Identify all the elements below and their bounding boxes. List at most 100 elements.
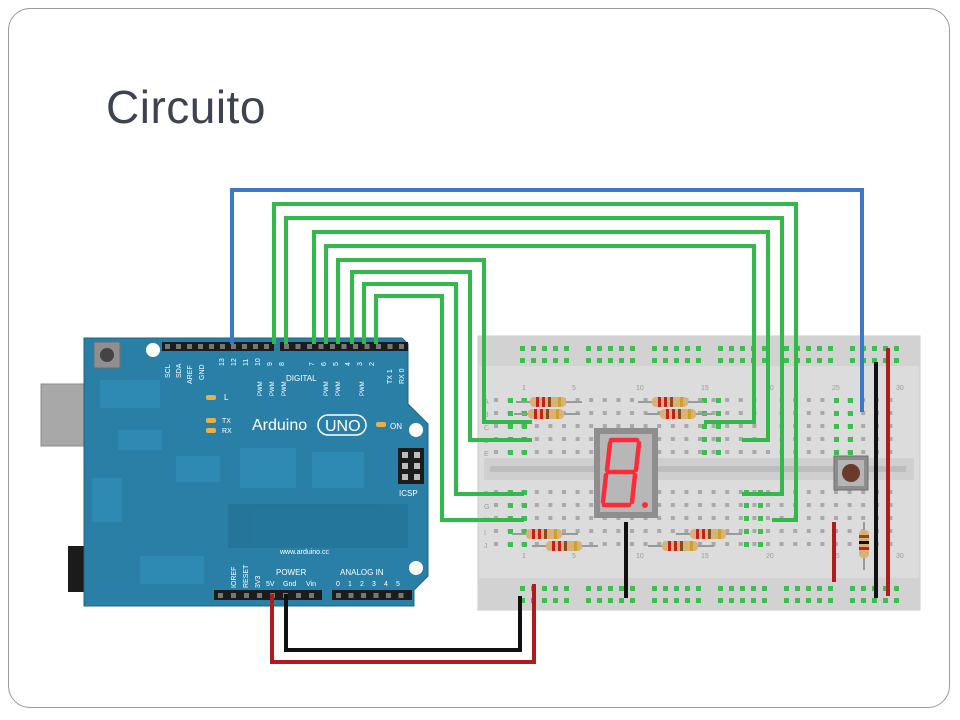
svg-text:SCL: SCL [165,364,172,378]
svg-text:20: 20 [766,553,774,560]
reset-button-icon [100,348,114,362]
svg-text:10: 10 [636,385,644,392]
svg-text:15: 15 [701,553,709,560]
arduino-board: L TX RX Arduino UNO ON DIGITAL ICSP www.… [40,337,429,607]
svg-text:10: 10 [636,553,644,560]
svg-text:RESET: RESET [243,564,250,588]
power-pin-labels: IOREF RESET 3V3 5V Gnd Vin [231,564,316,588]
svg-text:4: 4 [384,581,388,588]
svg-text:9: 9 [267,362,274,366]
pwm-labels: PWM PWM PWM PWM PWM PWM [258,381,366,396]
svg-text:2: 2 [369,362,376,366]
header-power [214,590,322,600]
svg-text:G: G [484,504,489,511]
label-power: POWER [276,568,306,577]
label-on: ON [390,422,402,431]
push-button [833,455,869,491]
analog-pin-labels: 0 1 2 3 4 5 [336,581,400,588]
icsp-header [398,448,424,484]
led-on [376,422,386,427]
svg-text:PWM: PWM [282,381,288,396]
wire-green [324,244,756,424]
svg-text:8: 8 [279,362,286,366]
digital-pin-labels: SCL SDA AREF GND 13 12 11 10 9 8 7 6 5 4… [165,358,406,384]
segment-decimal-point [642,502,648,508]
resistor [646,409,712,419]
resistors [512,397,742,551]
wire-green [284,216,784,496]
mount-hole [409,561,423,575]
svg-text:5: 5 [333,362,340,366]
wires [230,188,890,664]
svg-text:1: 1 [522,385,526,392]
svg-text:PWM: PWM [336,381,342,396]
resistor [512,529,578,539]
resistor [514,409,580,419]
svg-text:PWM: PWM [324,381,330,396]
wire-green [312,230,770,442]
resistor [676,529,742,539]
svg-text:GND: GND [199,364,206,380]
svg-text:7: 7 [309,362,316,366]
svg-text:SDA: SDA [176,363,183,378]
led-l [206,395,216,400]
svg-text:1: 1 [522,553,526,560]
svg-text:B: B [484,412,489,419]
svg-text:25: 25 [832,385,840,392]
header-pins [165,344,404,598]
led-tx [206,418,216,423]
header-top-left [162,342,274,351]
svg-text:12: 12 [231,358,238,366]
svg-text:3V3: 3V3 [255,575,262,588]
svg-text:IOREF: IOREF [231,567,238,588]
svg-text:5: 5 [396,581,400,588]
svg-text:Vin: Vin [306,581,316,588]
label-icsp: ICSP [399,489,418,498]
wire-green [272,202,798,522]
svg-text:15: 15 [701,385,709,392]
label-tx: TX [222,418,231,425]
label-rx: RX [222,428,232,435]
wire-green [336,258,532,424]
arduino-brand-label: Arduino [252,417,307,434]
svg-text:5: 5 [572,553,576,560]
wire-red [270,584,536,664]
svg-text:Gnd: Gnd [283,581,296,588]
wire-group-green [272,202,798,522]
wire-green [350,270,532,442]
seven-segment-display [594,428,658,518]
svg-text:5: 5 [572,385,576,392]
svg-text:TX 1: TX 1 [387,369,394,384]
led-rx [206,428,216,433]
svg-text:E: E [484,451,489,458]
uno-badge [317,414,367,436]
resistor [638,397,704,407]
segment-digit-8 [600,437,642,508]
svg-text:PWM: PWM [270,381,276,396]
svg-text:RX 0: RX 0 [399,368,406,384]
wire-blue [230,188,864,412]
svg-text:11: 11 [243,359,250,366]
svg-text:J: J [484,543,488,550]
svg-text:3: 3 [357,362,364,366]
svg-text:PWM: PWM [360,381,366,396]
arduino-model-label: UNO [325,418,361,435]
pulldown-resistor [859,522,869,570]
breadboard-column-numbers: 1 5 10 15 20 25 30 1 5 10 15 20 25 30 [522,385,904,560]
mount-hole [146,343,160,357]
svg-text:PWM: PWM [258,381,264,396]
resistor [648,541,714,551]
mount-hole [409,423,423,437]
wire-green [362,282,524,496]
resistor [516,397,582,407]
svg-text:I: I [484,530,486,537]
svg-text:13: 13 [219,358,226,366]
svg-text:AREF: AREF [187,365,194,384]
svg-text:3: 3 [372,581,376,588]
svg-text:10: 10 [255,358,262,366]
svg-text:0: 0 [336,581,340,588]
label-digital: DIGITAL [286,374,317,383]
header-analog [332,590,412,600]
svg-text:5V: 5V [266,581,275,588]
